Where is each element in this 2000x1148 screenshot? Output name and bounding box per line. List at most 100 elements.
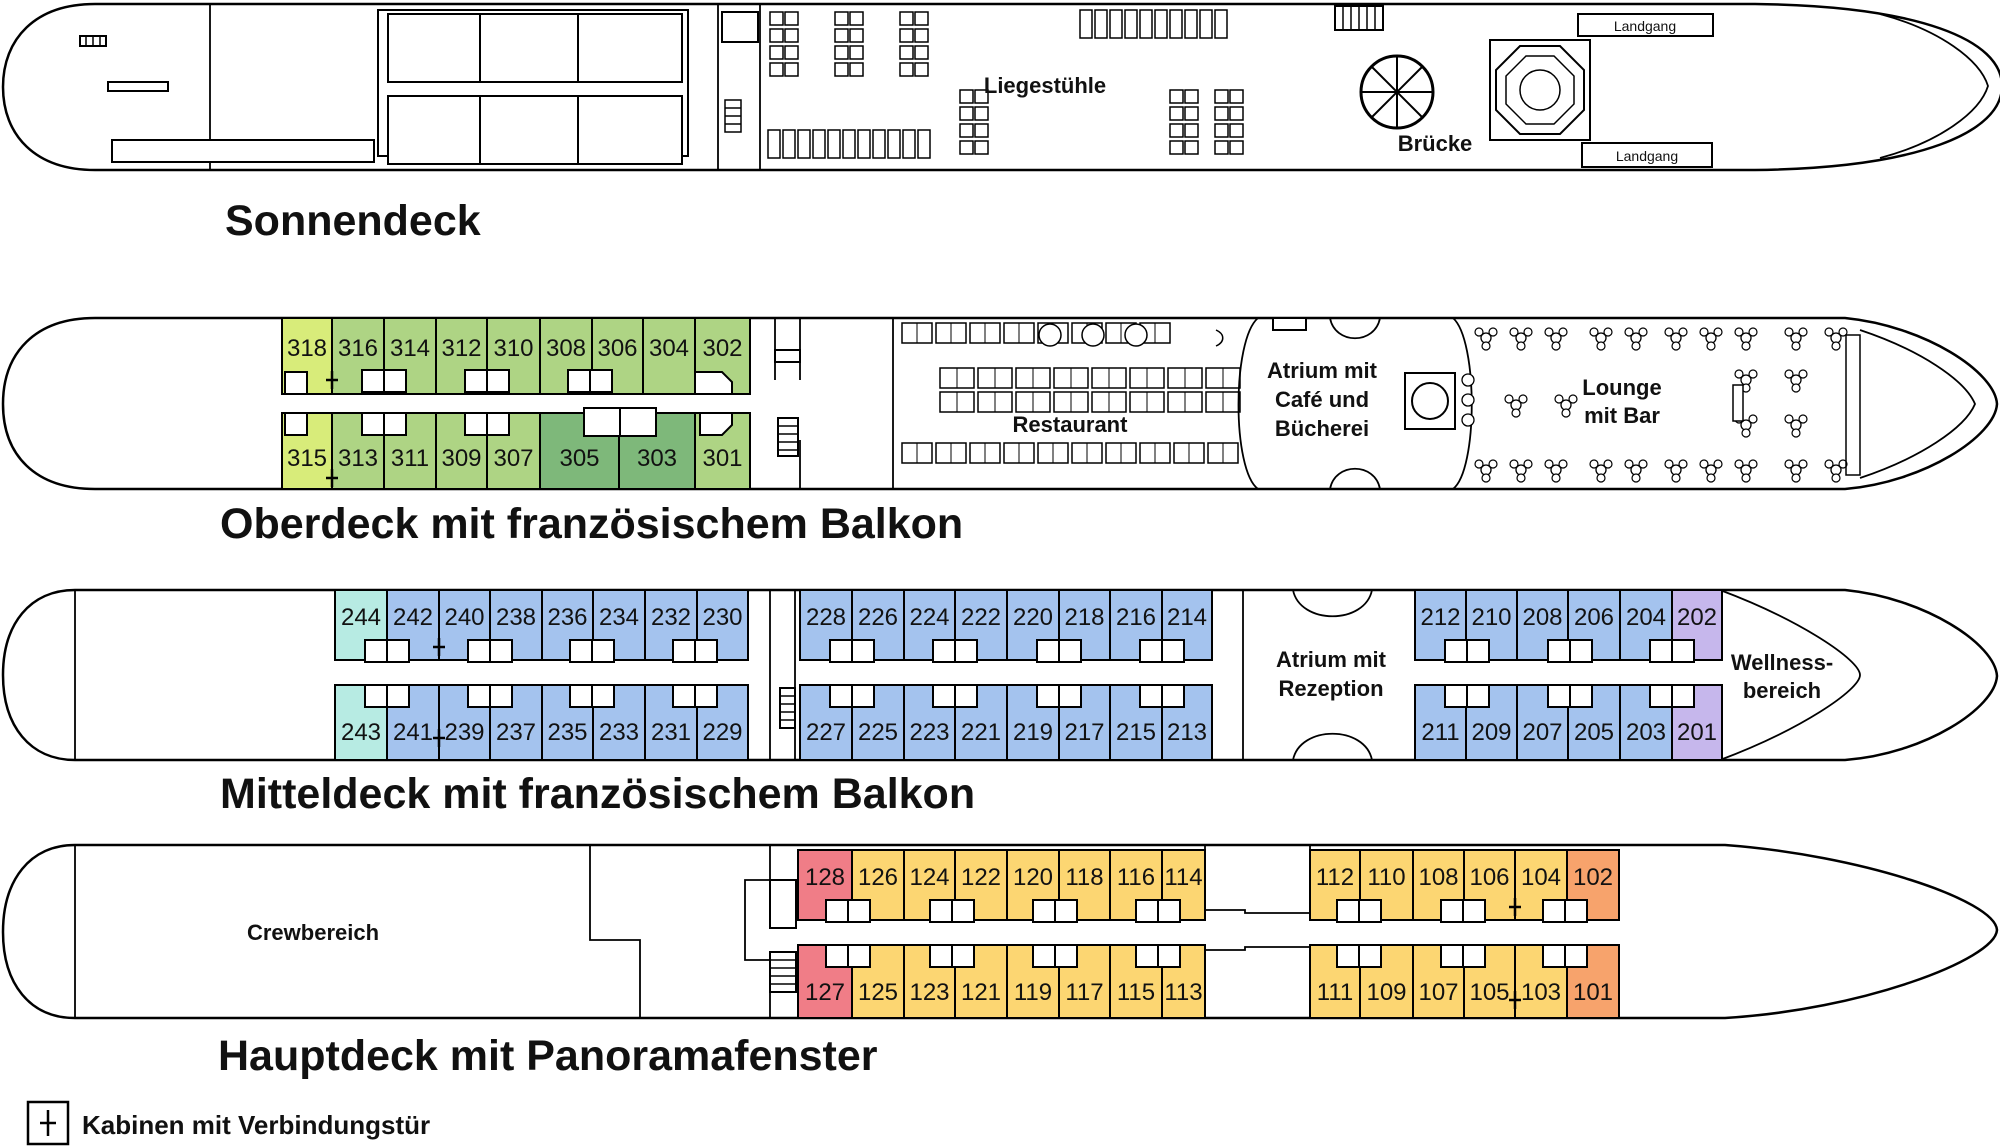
cabin-number: 215 [1116, 719, 1156, 746]
balcony-icon [932, 684, 956, 708]
restaurant-label: Restaurant [1013, 412, 1129, 437]
lounger-icon [872, 129, 886, 159]
lounger-icon [849, 62, 864, 77]
cabin-311[interactable]: 311 [383, 412, 437, 490]
lounger-icon [1169, 140, 1184, 155]
cabin-number: 210 [1471, 604, 1511, 631]
cabin-number: 308 [546, 335, 586, 362]
cabin-number: 306 [597, 335, 637, 362]
cabin-number: 101 [1573, 979, 1613, 1006]
lounger-icon [849, 28, 864, 43]
cabin-number: 303 [637, 445, 677, 472]
lounger-icon [1184, 89, 1199, 104]
balcony-icon [1161, 639, 1185, 663]
atrium-arch-top [1292, 589, 1373, 618]
lounger-icon [974, 89, 989, 104]
cabin-206[interactable]: 206 [1567, 589, 1621, 661]
atrium-arch-bottom [1329, 467, 1381, 490]
balcony-icon [851, 639, 875, 663]
sun-panels [377, 9, 689, 165]
cabin-221[interactable]: 221 [954, 684, 1008, 761]
cabin-201[interactable]: 201 [1671, 684, 1723, 761]
stairs-icon [1334, 5, 1384, 31]
cabin-121[interactable]: 121 [954, 944, 1008, 1019]
crewbereich-label: Crewbereich [247, 920, 379, 945]
lounger-icon [842, 129, 856, 159]
cabin-number: 231 [651, 719, 691, 746]
cabin-number: 310 [493, 335, 533, 362]
cabin-number: 110 [1367, 864, 1405, 891]
cabin-211[interactable]: 211 [1414, 684, 1467, 761]
cabin-102[interactable]: 102 [1566, 849, 1620, 921]
cabin-number: 108 [1418, 864, 1458, 891]
lounger-icon [1169, 123, 1184, 138]
cabin-228[interactable]: 228 [799, 589, 853, 661]
lounger-icon [917, 129, 931, 159]
balcony-icon [1135, 944, 1159, 968]
atrium-line-2: Café und [1275, 387, 1369, 412]
cabin-number: 217 [1064, 719, 1104, 746]
cabin-212[interactable]: 212 [1414, 589, 1467, 661]
legend-label: Kabinen mit Verbindungstür [82, 1110, 430, 1140]
ladder-icon [79, 35, 107, 47]
cabin-304[interactable]: 304 [642, 317, 696, 395]
balcony-icon [1569, 684, 1593, 708]
lounger-icon [784, 45, 799, 60]
balcony-icon [1671, 684, 1695, 708]
lounger-icon [769, 28, 784, 43]
lounger-icon [1229, 89, 1244, 104]
balcony-icon [361, 412, 385, 436]
cabin-220[interactable]: 220 [1006, 589, 1060, 661]
lounger-icon [1169, 9, 1183, 39]
cabin-241[interactable]: 241 [386, 684, 440, 761]
lounger-icon [1169, 106, 1184, 121]
hauptdeck-hull [1, 843, 1999, 1020]
liegestuehle-label: Liegestühle [984, 73, 1106, 98]
cabin-number: 120 [1013, 864, 1053, 891]
lounger-icon [1184, 106, 1199, 121]
cabin-number: 102 [1573, 864, 1613, 891]
lounger-icon [782, 129, 796, 159]
mitteldeck-hull [1, 588, 1999, 762]
cabin-number: 234 [599, 604, 639, 631]
lounger-icon [899, 11, 914, 26]
cabin-238[interactable]: 238 [489, 589, 543, 661]
balcony-icon [1462, 944, 1486, 968]
atrium-arch-bottom [1292, 732, 1373, 761]
bruecke-label: Brücke [1398, 131, 1473, 156]
cabin-number: 126 [858, 864, 898, 891]
lounger-icon [899, 62, 914, 77]
cabin-number: 244 [341, 604, 381, 631]
cabin-229[interactable]: 229 [696, 684, 749, 761]
cabin-101[interactable]: 101 [1566, 944, 1620, 1019]
balcony-icon [1649, 684, 1673, 708]
lounge-seat-icon [1474, 459, 1498, 483]
lounge-seat-icon [1824, 459, 1848, 483]
lounge-seat-icon [1589, 459, 1613, 483]
balcony-icon [1161, 684, 1185, 708]
cabin-240[interactable]: 240 [438, 589, 491, 661]
lounger-icon [797, 129, 811, 159]
balcony-icon [672, 684, 696, 708]
lounger-icon [1229, 123, 1244, 138]
lounger-icon [959, 123, 974, 138]
cabin-number: 121 [961, 979, 1001, 1006]
lounger-icon [1184, 140, 1199, 155]
cabin-number: 309 [441, 445, 481, 472]
lift-icon [1411, 382, 1449, 420]
balcony-icon [386, 639, 410, 663]
balcony-icon [1440, 899, 1464, 923]
cabin-122[interactable]: 122 [954, 849, 1008, 921]
cabin-number: 203 [1626, 719, 1666, 746]
cabin-214[interactable]: 214 [1161, 589, 1213, 661]
cabin-218[interactable]: 218 [1058, 589, 1111, 661]
lounge-seat-icon [1699, 459, 1723, 483]
cabin-number: 307 [493, 445, 533, 472]
cabin-number: 305 [559, 445, 599, 472]
balcony-icon [467, 639, 491, 663]
lounger-icon [1214, 106, 1229, 121]
balcony-icon [1032, 899, 1056, 923]
cabin-number: 315 [287, 445, 327, 472]
round-table-icon [1081, 323, 1105, 347]
cabin-104[interactable]: 104 [1514, 849, 1568, 921]
